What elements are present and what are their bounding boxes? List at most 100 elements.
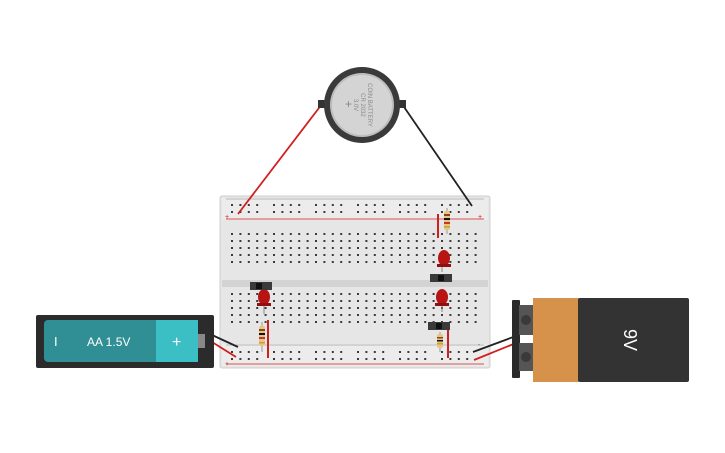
breadboard-hole[interactable] (348, 321, 351, 323)
breadboard-hole[interactable] (256, 314, 259, 316)
breadboard-hole[interactable] (231, 358, 233, 360)
breadboard-hole[interactable] (231, 204, 233, 206)
breadboard-hole[interactable] (298, 261, 301, 263)
breadboard-hole[interactable] (281, 240, 284, 242)
breadboard-hole[interactable] (457, 293, 460, 295)
breadboard-hole[interactable] (315, 211, 317, 213)
breadboard-hole[interactable] (365, 293, 368, 295)
breadboard-hole[interactable] (264, 240, 267, 242)
breadboard-hole[interactable] (365, 240, 368, 242)
breadboard-hole[interactable] (239, 293, 242, 295)
breadboard-hole[interactable] (424, 261, 427, 263)
breadboard-hole[interactable] (449, 233, 452, 235)
breadboard-hole[interactable] (340, 321, 343, 323)
breadboard-hole[interactable] (289, 254, 292, 256)
breadboard-hole[interactable] (390, 321, 393, 323)
breadboard-hole[interactable] (424, 358, 427, 360)
breadboard-hole[interactable] (466, 247, 469, 249)
breadboard-hole[interactable] (466, 261, 469, 263)
breadboard-hole[interactable] (315, 204, 317, 206)
breadboard-hole[interactable] (474, 254, 477, 256)
breadboard-hole[interactable] (348, 300, 351, 302)
breadboard-hole[interactable] (281, 358, 284, 360)
breadboard-hole[interactable] (424, 211, 427, 213)
breadboard-hole[interactable] (357, 247, 359, 249)
breadboard-hole[interactable] (466, 211, 469, 213)
breadboard-hole[interactable] (449, 240, 452, 242)
breadboard-hole[interactable] (298, 314, 301, 316)
breadboard-hole[interactable] (289, 314, 292, 316)
breadboard-hole[interactable] (340, 211, 343, 213)
breadboard-hole[interactable] (306, 233, 309, 235)
breadboard-hole[interactable] (449, 300, 452, 302)
breadboard-hole[interactable] (466, 358, 469, 360)
breadboard-hole[interactable] (306, 321, 309, 323)
breadboard-hole[interactable] (365, 211, 368, 213)
breadboard-hole[interactable] (348, 247, 351, 249)
breadboard-hole[interactable] (441, 351, 443, 353)
breadboard-hole[interactable] (399, 351, 401, 353)
breadboard-hole[interactable] (466, 240, 469, 242)
breadboard-hole[interactable] (432, 233, 435, 235)
breadboard-hole[interactable] (256, 240, 259, 242)
breadboard-hole[interactable] (264, 314, 267, 316)
breadboard-hole[interactable] (239, 300, 242, 302)
breadboard-hole[interactable] (390, 293, 393, 295)
breadboard-hole[interactable] (323, 261, 326, 263)
breadboard-hole[interactable] (348, 293, 351, 295)
breadboard-hole[interactable] (365, 254, 368, 256)
breadboard-hole[interactable] (357, 254, 359, 256)
breadboard-hole[interactable] (273, 233, 275, 235)
breadboard-hole[interactable] (407, 300, 410, 302)
breadboard-hole[interactable] (441, 358, 443, 360)
breadboard-hole[interactable] (449, 261, 452, 263)
breadboard-hole[interactable] (382, 261, 385, 263)
breadboard-hole[interactable] (373, 254, 376, 256)
breadboard-hole[interactable] (382, 204, 385, 206)
breadboard-hole[interactable] (298, 300, 301, 302)
breadboard-hole[interactable] (323, 233, 326, 235)
breadboard-hole[interactable] (407, 314, 410, 316)
breadboard-hole[interactable] (340, 307, 343, 309)
breadboard-hole[interactable] (281, 247, 284, 249)
breadboard-hole[interactable] (289, 240, 292, 242)
breadboard-hole[interactable] (298, 240, 301, 242)
breadboard-hole[interactable] (474, 293, 477, 295)
breadboard-hole[interactable] (323, 247, 326, 249)
breadboard-hole[interactable] (390, 247, 393, 249)
breadboard-hole[interactable] (264, 254, 267, 256)
breadboard-hole[interactable] (357, 307, 359, 309)
breadboard-hole[interactable] (323, 204, 326, 206)
breadboard-hole[interactable] (365, 247, 368, 249)
breadboard-hole[interactable] (306, 314, 309, 316)
breadboard-hole[interactable] (231, 261, 233, 263)
breadboard-hole[interactable] (415, 314, 418, 316)
switch-left[interactable] (250, 282, 272, 290)
breadboard-hole[interactable] (264, 261, 267, 263)
breadboard-hole[interactable] (273, 351, 275, 353)
breadboard-hole[interactable] (407, 293, 410, 295)
breadboard-hole[interactable] (264, 321, 267, 323)
breadboard-hole[interactable] (457, 211, 460, 213)
breadboard-hole[interactable] (407, 240, 410, 242)
breadboard-hole[interactable] (247, 314, 250, 316)
breadboard-hole[interactable] (357, 204, 359, 206)
breadboard-hole[interactable] (306, 261, 309, 263)
breadboard-hole[interactable] (231, 293, 233, 295)
breadboard-hole[interactable] (357, 321, 359, 323)
breadboard-hole[interactable] (432, 247, 435, 249)
breadboard-hole[interactable] (474, 321, 477, 323)
breadboard-hole[interactable] (399, 293, 401, 295)
breadboard-hole[interactable] (340, 351, 343, 353)
breadboard-hole[interactable] (256, 211, 259, 213)
breadboard-hole[interactable] (365, 351, 368, 353)
breadboard-hole[interactable] (247, 358, 250, 360)
breadboard-hole[interactable] (399, 300, 401, 302)
breadboard-hole[interactable] (474, 240, 477, 242)
breadboard-hole[interactable] (289, 211, 292, 213)
breadboard-hole[interactable] (298, 233, 301, 235)
breadboard-hole[interactable] (340, 300, 343, 302)
breadboard-hole[interactable] (449, 293, 452, 295)
breadboard-hole[interactable] (415, 321, 418, 323)
breadboard-hole[interactable] (382, 351, 385, 353)
